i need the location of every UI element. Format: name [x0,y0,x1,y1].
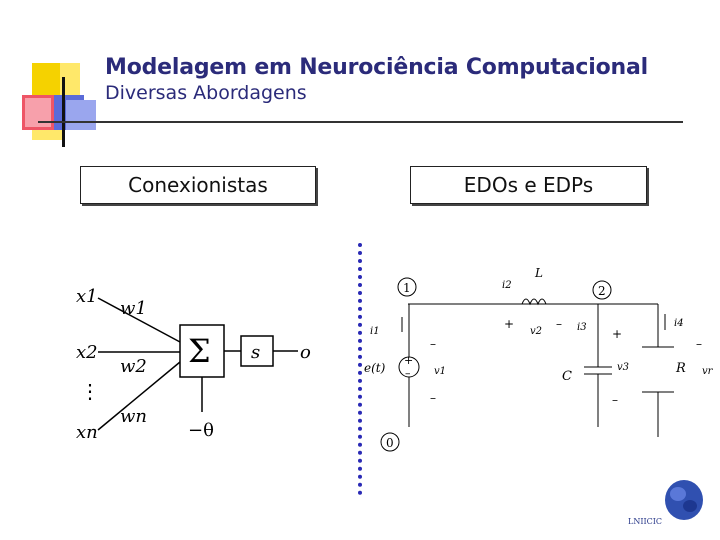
slide-title: Modelagem em Neurociência Computacional [105,55,648,80]
weight-w1: w1 [120,298,147,319]
current-i4: i4 [674,318,684,329]
minus-sign-5: – [696,337,702,351]
voltage-v3: v3 [617,362,629,373]
input-dots: ⋮ [80,379,100,403]
minus-sign-1: – [430,337,436,351]
node-1: 1 [403,281,411,295]
resistor-label: R [675,361,686,376]
current-i1: i1 [370,326,380,337]
odes-pdes-box: EDOs e EDPs [410,166,647,204]
node-2: 2 [598,284,606,298]
inductor-label: L [534,266,543,280]
source-minus: – [405,367,411,380]
weight-w2: w2 [120,356,147,377]
voltage-v2: v2 [530,326,542,337]
input-x2: x2 [76,342,98,363]
slide-subtitle: Diversas Abordagens [105,82,648,104]
capacitor-label: C [562,369,572,384]
current-i3: i3 [577,322,587,333]
title-rule [38,121,683,123]
minus-sign-3: – [556,317,562,331]
connectionist-box: Conexionistas [80,166,316,204]
circuit-diagram: 1 2 0 + – e(t) L C R i1 i2 i3 i4 v1 v2 v… [362,262,714,462]
minus-sign-2: – [430,391,436,405]
input-x1: x1 [76,286,98,307]
lniicic-logo: LNIICIC [628,478,708,532]
decorative-squares [22,55,112,150]
source-plus: + [404,354,413,367]
bias-label: −θ [188,420,214,441]
voltage-v1: v1 [434,366,446,377]
svg-text:LNIICIC: LNIICIC [628,517,662,526]
activation-label: s [251,342,260,363]
node-0: 0 [386,436,394,450]
minus-sign-4: – [612,393,618,407]
input-xn: xn [76,422,98,443]
output-label: o [300,342,311,363]
perceptron-diagram: x1 x2 ⋮ xn w1 w2 wn Σ s o −θ [70,280,320,450]
plus-sign-1: + [504,317,514,331]
plus-sign-2: + [612,327,622,341]
sum-symbol: Σ [188,332,211,370]
weight-wn: wn [120,406,147,427]
title-block: Modelagem em Neurociência Computacional … [105,55,648,104]
source-label: e(t) [364,361,386,375]
voltage-vr: vr [702,366,714,377]
current-i2: i2 [502,280,512,291]
